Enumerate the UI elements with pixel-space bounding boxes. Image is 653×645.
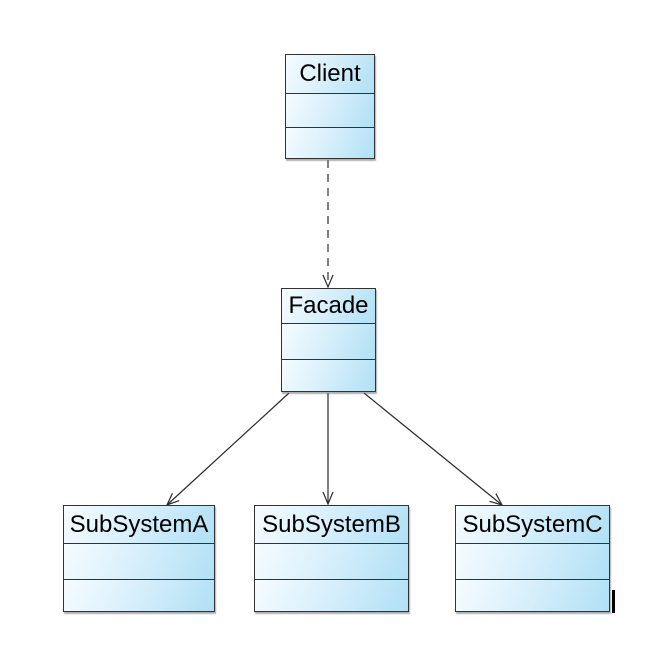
attributes-compartment bbox=[456, 543, 609, 579]
class-name-label: Client bbox=[299, 60, 361, 87]
attributes-compartment bbox=[64, 543, 214, 579]
text-cursor bbox=[612, 590, 615, 613]
class-node-subsystem-a[interactable]: SubSystemA bbox=[63, 505, 215, 612]
class-name-label: Facade bbox=[288, 292, 369, 319]
class-name-compartment: Client bbox=[286, 55, 374, 93]
class-node-subsystem-c[interactable]: SubSystemC bbox=[455, 505, 610, 612]
operations-compartment bbox=[282, 359, 375, 391]
attributes-compartment bbox=[255, 543, 408, 579]
operations-compartment bbox=[255, 579, 408, 611]
class-name-label: SubSystemC bbox=[462, 510, 603, 538]
class-name-label: SubSystemA bbox=[69, 510, 209, 538]
class-name-compartment: SubSystemC bbox=[456, 506, 609, 543]
class-node-client[interactable]: Client bbox=[285, 54, 375, 159]
operations-compartment bbox=[64, 579, 214, 611]
operations-compartment bbox=[456, 579, 609, 611]
attributes-compartment bbox=[282, 323, 375, 359]
class-name-compartment: SubSystemB bbox=[255, 506, 408, 543]
class-node-subsystem-b[interactable]: SubSystemB bbox=[254, 505, 409, 612]
edge-facade-to-subsystem-a[interactable] bbox=[165, 392, 290, 507]
edge-facade-to-subsystem-c[interactable] bbox=[363, 392, 504, 506]
class-name-compartment: SubSystemA bbox=[64, 506, 214, 543]
class-name-label: SubSystemB bbox=[262, 510, 401, 538]
class-node-facade[interactable]: Facade bbox=[281, 288, 376, 392]
class-name-compartment: Facade bbox=[282, 289, 375, 323]
attributes-compartment bbox=[286, 93, 374, 127]
operations-compartment bbox=[286, 127, 374, 158]
